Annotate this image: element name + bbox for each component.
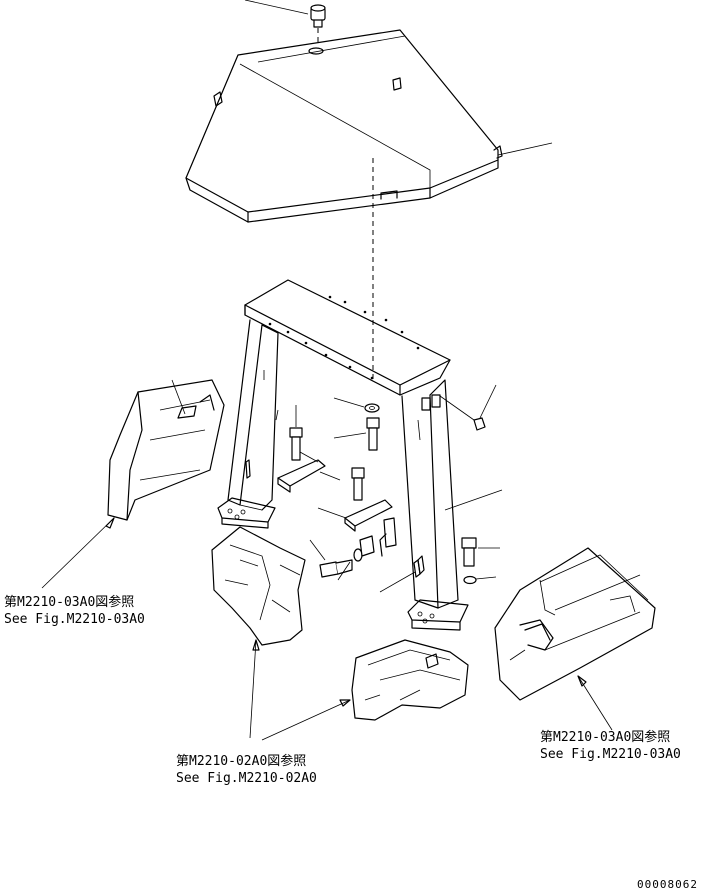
mounting-hardware	[289, 397, 500, 585]
bottom-ref-leader-1	[249, 639, 257, 739]
side-fitting	[439, 384, 497, 431]
rops-frame	[217, 279, 469, 631]
bottom-reference-label: 第M2210-02A0図参照 See Fig.M2210-02A0	[176, 753, 317, 786]
right-ref-arrow	[577, 675, 587, 687]
drawing-number: 00008062	[637, 878, 698, 891]
left-side-cover	[107, 379, 225, 521]
left-reference-en: See Fig.M2210-03A0	[4, 612, 145, 627]
bottom-reference-jp: 第M2210-02A0図参照	[176, 753, 306, 769]
bottom-ref-arrow-2	[339, 699, 351, 707]
center-lower-mount	[351, 639, 469, 721]
bottom-ref-arrow-1	[252, 639, 260, 651]
left-ref-arrow	[105, 517, 115, 529]
left-reference-jp: 第M2210-03A0図参照	[4, 594, 134, 610]
canopy-roof	[185, 29, 503, 223]
left-lower-mount	[211, 526, 306, 646]
right-side-cover	[494, 547, 656, 701]
bottom-ref-leader-2	[261, 699, 351, 741]
roof-leader	[497, 142, 553, 156]
left-reference-label: 第M2210-03A0図参照 See Fig.M2210-03A0	[4, 594, 145, 627]
beam-holes	[268, 295, 420, 380]
right-reference-label: 第M2210-03A0図参照 See Fig.M2210-03A0	[540, 729, 681, 762]
frame-leader	[444, 489, 503, 511]
right-reference-en: See Fig.M2210-03A0	[540, 747, 681, 762]
bottom-reference-en: See Fig.M2210-02A0	[176, 771, 317, 786]
left-ref-leader	[41, 517, 115, 589]
cap-bolt	[244, 0, 326, 46]
mounting-brackets	[277, 451, 421, 593]
right-reference-jp: 第M2210-03A0図参照	[540, 729, 670, 745]
